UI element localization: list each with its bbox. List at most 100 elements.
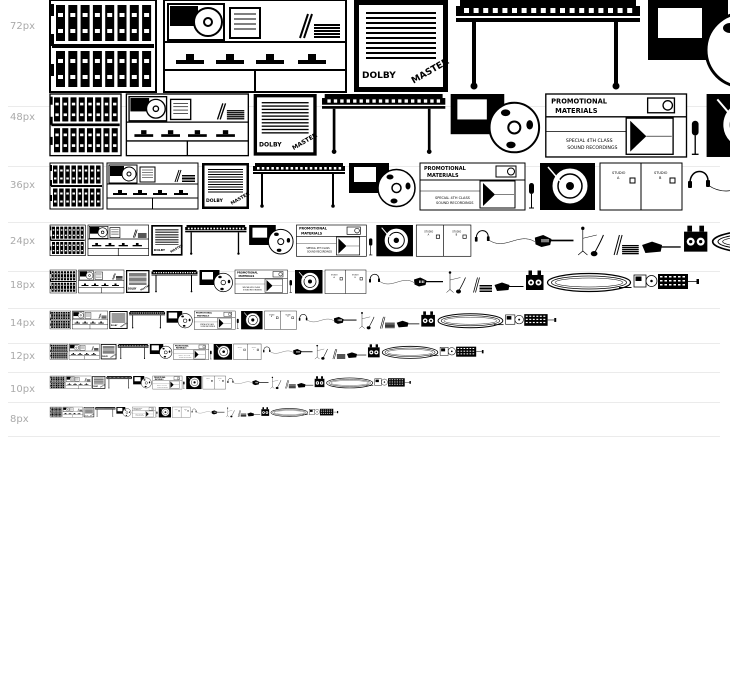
svg-text:MATERIALS: MATERIALS [197, 315, 210, 317]
console-glyph [95, 407, 116, 417]
svg-text:STUDIO: STUDIO [252, 347, 257, 349]
svg-text:MATERIALS: MATERIALS [134, 409, 141, 411]
svg-text:SOUND RECORDINGS: SOUND RECORDINGS [157, 386, 168, 388]
svg-text:DOLBY: DOLBY [111, 325, 118, 327]
cable-coil-glyph [270, 408, 309, 417]
svg-text:DOLBY: DOLBY [154, 248, 166, 252]
svg-text:B: B [253, 348, 254, 350]
microphone-glyph [289, 280, 292, 293]
reel-recorder-glyph [199, 270, 233, 293]
mic-stand-glyph [314, 344, 328, 360]
svg-text:STUDIO: STUDIO [286, 314, 291, 316]
svg-text:PROMOTIONAL: PROMOTIONAL [424, 166, 467, 172]
svg-text:B: B [456, 234, 458, 237]
svg-text:DOLBY: DOLBY [206, 198, 224, 204]
svg-text:STUDIO: STUDIO [331, 275, 338, 277]
size-label: 24px [10, 236, 35, 247]
microphone-glyph [529, 183, 534, 209]
rack-glyph [49, 406, 62, 418]
headphones-guitar-glyph [474, 230, 574, 247]
cd-glyph [706, 94, 730, 157]
svg-text:MASTER: MASTER [140, 284, 151, 292]
svg-text:MATERIALS: MATERIALS [239, 274, 255, 278]
cd-glyph [213, 344, 233, 360]
reel-recorder-glyph [116, 407, 132, 417]
size-label: 10px [10, 384, 35, 395]
cable-coil-glyph [711, 232, 730, 252]
svg-text:MASTER: MASTER [120, 322, 129, 328]
rack-glyph [49, 269, 77, 294]
row-divider [8, 343, 720, 344]
svg-text:STUDIO: STUDIO [612, 171, 626, 175]
svg-text:B: B [288, 316, 289, 318]
cable-coil-glyph [381, 345, 439, 359]
headphones-guitar-glyph [191, 408, 225, 415]
svg-text:PROMOTIONAL: PROMOTIONAL [154, 377, 166, 379]
row-divider [8, 308, 720, 309]
svg-text:MATERIALS: MATERIALS [301, 231, 323, 235]
cd-glyph [158, 407, 171, 418]
desk-glyph [72, 310, 108, 330]
amplifier-glyph [261, 407, 270, 416]
desk-glyph [78, 269, 125, 294]
size-label: 12px [10, 351, 35, 362]
svg-text:MATERIALS: MATERIALS [176, 348, 187, 350]
desk-glyph [87, 224, 149, 256]
svg-text:SOUND RECORDINGS: SOUND RECORDINGS [201, 326, 216, 328]
svg-text:STUDIO: STUDIO [175, 408, 178, 410]
row-divider [8, 372, 720, 373]
size-label: 36px [10, 180, 35, 191]
amplifier-glyph [421, 311, 435, 327]
desk-glyph [65, 375, 92, 389]
amplifier-glyph [684, 225, 708, 252]
svg-text:B: B [355, 277, 357, 279]
svg-text:STUDIO: STUDIO [424, 230, 433, 233]
cd-glyph [186, 376, 202, 390]
svg-text:STUDIO: STUDIO [238, 347, 243, 349]
svg-text:STUDIO: STUDIO [184, 408, 187, 410]
svg-text:DOLBY: DOLBY [102, 356, 109, 358]
amplifier-glyph [526, 270, 544, 290]
books-guitar-glyph [332, 348, 367, 360]
amplifier-glyph [367, 344, 380, 358]
svg-text:MASTER: MASTER [90, 413, 95, 417]
svg-text:STUDIO: STUDIO [218, 378, 222, 380]
headphones-guitar-glyph [298, 314, 357, 324]
svg-text:PROMOTIONAL: PROMOTIONAL [133, 408, 143, 410]
svg-text:PROMOTIONAL: PROMOTIONAL [551, 97, 608, 105]
reel-recorder-glyph [249, 225, 294, 255]
microphone-glyph [183, 381, 185, 389]
console-glyph [185, 225, 247, 255]
cd-glyph [376, 225, 413, 257]
tape-deck-glyph [505, 314, 557, 326]
rack-glyph [49, 375, 65, 389]
svg-text:MASTER: MASTER [100, 384, 106, 389]
microphone-glyph [691, 120, 699, 155]
size-label: 14px [10, 318, 35, 329]
svg-text:SPECIAL 4TH CLASS: SPECIAL 4TH CLASS [435, 196, 471, 200]
svg-text:SOUND RECORDINGS: SOUND RECORDINGS [436, 201, 474, 205]
desk-glyph [68, 343, 100, 360]
size-label: 72px [10, 21, 35, 32]
